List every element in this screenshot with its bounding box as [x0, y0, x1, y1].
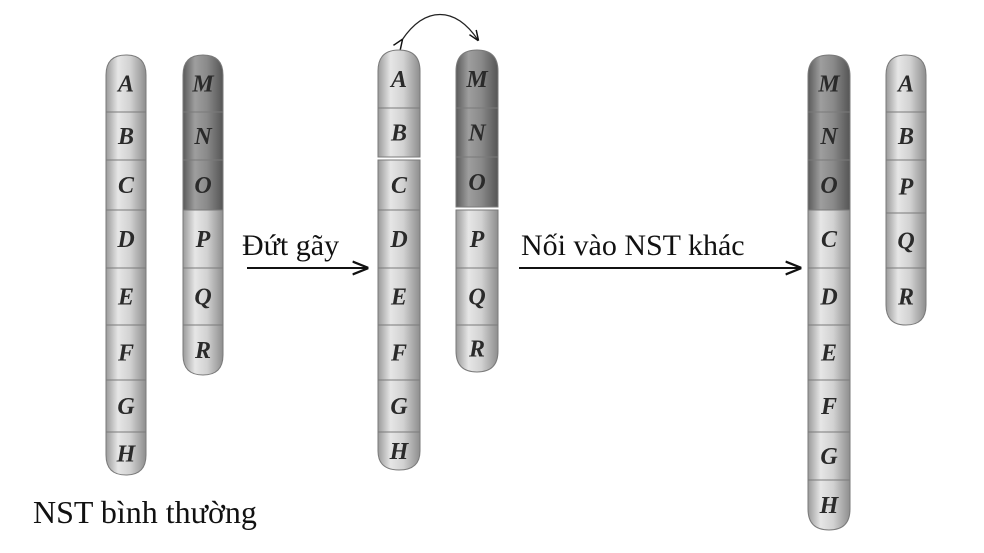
segment-F: [377, 324, 421, 381]
segment-label-R: R: [194, 338, 211, 364]
segment-label-C: C: [118, 173, 135, 199]
segment-label-E: E: [820, 341, 837, 367]
segment-label-G: G: [820, 444, 838, 470]
segment-label-M: M: [191, 72, 215, 98]
segment-label-H: H: [819, 493, 840, 519]
segment-H: [377, 431, 421, 471]
segment-G: [377, 379, 421, 433]
label-normal: NST bình thường: [33, 494, 257, 530]
segment-A: [105, 54, 147, 113]
segment-M: [455, 49, 499, 109]
segment-N: [807, 111, 851, 161]
chromosomes-layer: ABCDEFGHMNOPQRABCDEFGHMNOPQRMNOCDEFGHABP…: [105, 49, 927, 531]
chromosome-c1-broken: A BC D E F GH: [377, 49, 421, 471]
segment-label-P: P: [195, 227, 211, 253]
segment-N: [455, 107, 499, 158]
segment-D: [807, 267, 851, 326]
chromosome-c1-normal: ABC D E F GH: [105, 54, 147, 476]
segment-C: [377, 159, 421, 211]
segment-label-N: N: [193, 124, 213, 150]
segment-C: [807, 209, 851, 269]
segment-label-O: O: [468, 170, 485, 196]
segment-label-B: B: [897, 124, 914, 150]
segment-R: [455, 324, 499, 373]
segment-label-M: M: [465, 67, 489, 93]
segment-label-Q: Q: [897, 229, 914, 255]
segment-label-A: A: [389, 67, 407, 93]
segment-label-M: M: [817, 72, 841, 98]
segment-label-D: D: [389, 227, 407, 253]
segment-A: [885, 54, 927, 113]
segment-R: [182, 324, 224, 376]
segment-label-C: C: [821, 227, 838, 253]
segment-label-G: G: [117, 394, 135, 420]
segment-label-E: E: [117, 285, 134, 311]
segment-label-A: A: [116, 72, 134, 98]
segment-O: [455, 156, 499, 208]
segment-label-P: P: [898, 175, 914, 201]
segment-P: [885, 159, 927, 214]
segment-label-H: H: [389, 439, 410, 465]
segment-label-H: H: [116, 442, 137, 468]
segment-label-R: R: [897, 285, 914, 311]
segment-E: [377, 267, 421, 326]
segment-E: [807, 324, 851, 381]
segment-label-G: G: [390, 394, 408, 420]
segment-label-B: B: [390, 121, 407, 147]
segment-label-O: O: [194, 173, 211, 199]
segment-label-Q: Q: [468, 285, 485, 311]
segment-O: [807, 159, 851, 211]
segment-label-Q: Q: [194, 285, 211, 311]
segment-label-N: N: [819, 124, 839, 150]
swap-arrow-icon: [402, 14, 478, 41]
segment-label-P: P: [469, 227, 485, 253]
segment-Q: [455, 267, 499, 326]
segment-label-E: E: [390, 285, 407, 311]
segment-Q: [182, 267, 224, 326]
segment-label-F: F: [820, 394, 837, 420]
segment-label-N: N: [467, 121, 487, 147]
segment-label-C: C: [391, 173, 408, 199]
segment-M: [182, 54, 224, 113]
segment-D: [377, 209, 421, 269]
segment-label-R: R: [468, 337, 485, 363]
segment-B: [377, 107, 421, 158]
chromosome-c2-normal: MNO P Q R: [182, 54, 224, 376]
label-break: Đứt gãy: [242, 229, 339, 262]
segment-label-D: D: [819, 285, 837, 311]
segment-C: [105, 159, 147, 211]
label-join: Nối vào NST khác: [521, 229, 745, 262]
segment-label-B: B: [117, 124, 134, 150]
chromosome-c1-result: MNO C D E FGH: [807, 54, 851, 531]
segment-A: [377, 49, 421, 109]
segment-G: [807, 431, 851, 481]
segment-label-A: A: [896, 72, 914, 98]
segment-N: [182, 111, 224, 161]
segment-H: [807, 479, 851, 531]
segment-label-D: D: [116, 227, 134, 253]
segment-M: [807, 54, 851, 113]
segment-R: [885, 267, 927, 326]
segment-Q: [885, 212, 927, 269]
segment-H: [105, 431, 147, 476]
segment-label-F: F: [390, 341, 407, 367]
segment-P: [182, 209, 224, 269]
segment-label-O: O: [820, 173, 837, 199]
segment-B: [105, 111, 147, 161]
segment-label-F: F: [117, 341, 134, 367]
chromosome-c2-result: ABP Q R: [885, 54, 927, 326]
chromosome-c2-broken: M NO P QR: [455, 49, 499, 373]
